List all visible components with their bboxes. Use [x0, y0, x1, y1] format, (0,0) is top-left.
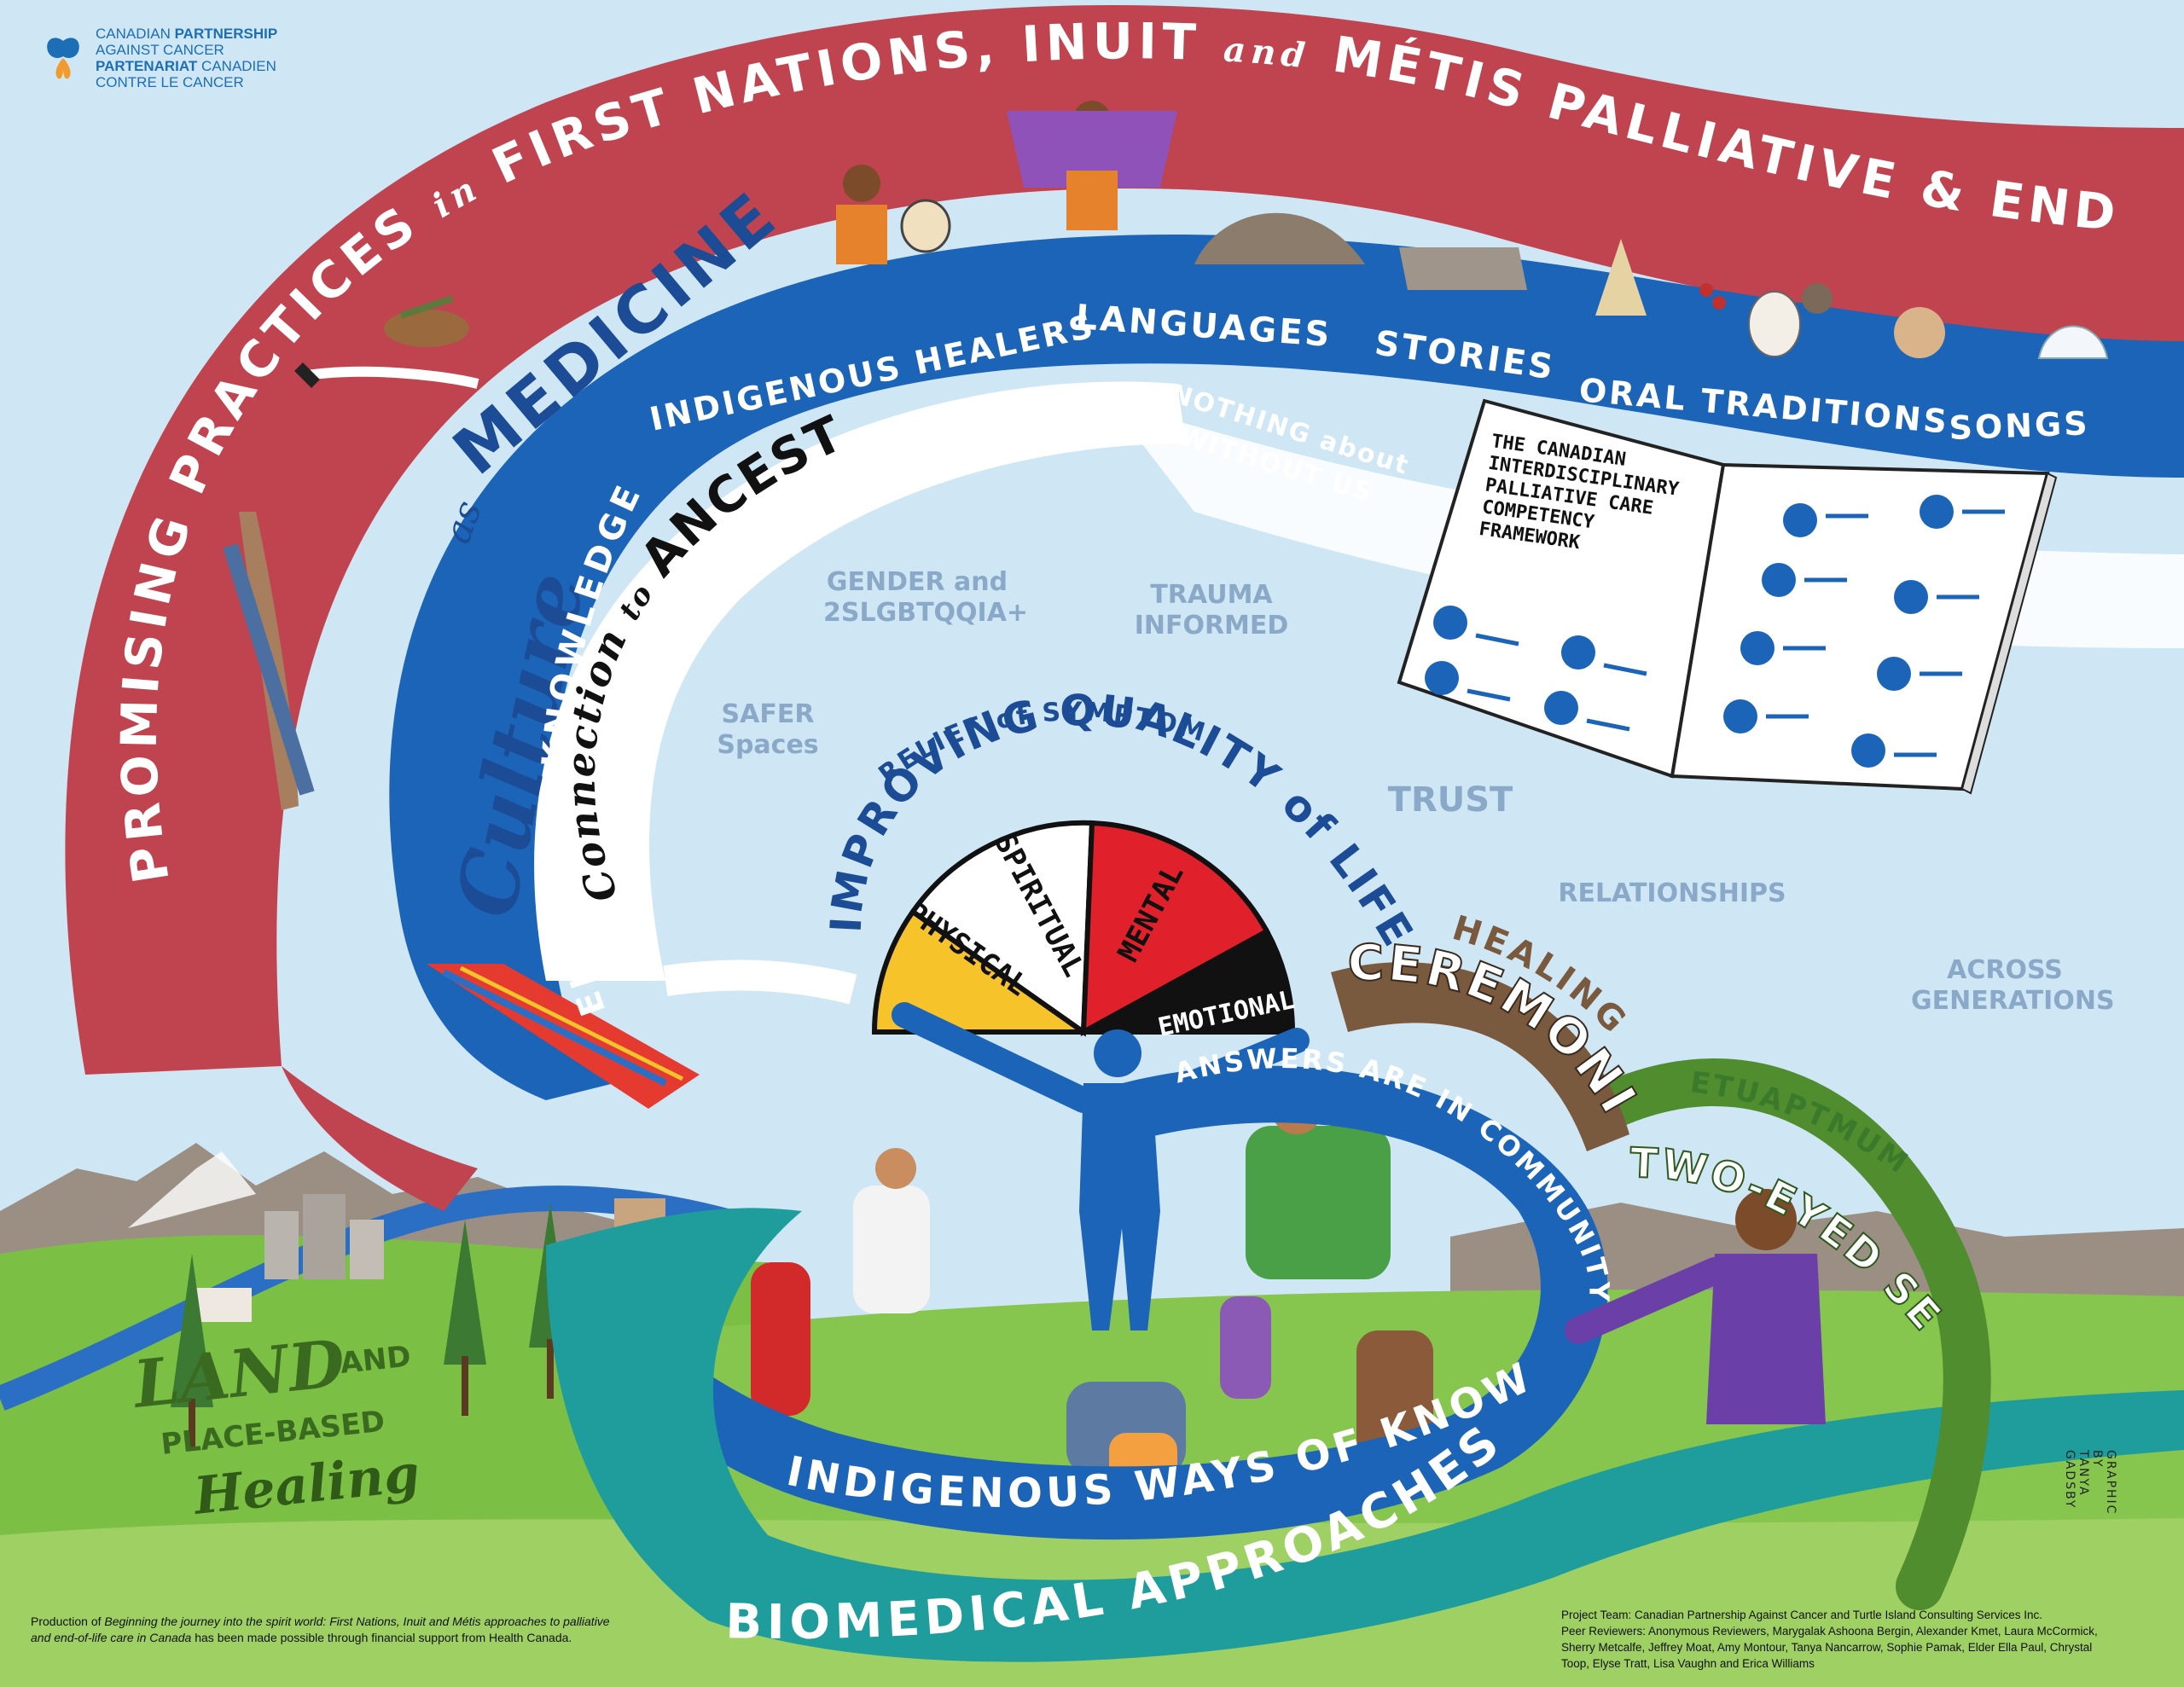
red-banner-tail [282, 1066, 478, 1211]
across-line1: ACROSS [1947, 955, 2063, 985]
logo-en-line1b: PARTNERSHIP [174, 26, 278, 42]
ceremonies-ribbon [1331, 962, 1629, 1151]
gender-line2: 2SLGBTQQIA+ [823, 598, 1029, 628]
safer-line2: Spaces [717, 730, 819, 760]
safer-label: SAFER Spaces [700, 699, 836, 761]
trauma-line1: TRAUMA [1150, 580, 1273, 610]
graphic-credit: GRAPHIC BY TANYA GADSBY [2063, 1450, 2117, 1516]
sash-illustration [427, 964, 700, 1109]
land-and-word: AND [339, 1339, 413, 1380]
white-ancestors-ribbon [534, 381, 1186, 982]
ancestor-hand [663, 959, 857, 1005]
feather-and-shell [294, 295, 479, 389]
footer-left-tail: has been made possible through financial… [191, 1631, 572, 1644]
butterfly-icon [47, 38, 79, 79]
across-line2: GENERATIONS [1911, 986, 2115, 1016]
across-generations-label: ACROSS GENERATIONS [1911, 955, 2115, 1017]
logo-en-line1a: CANADIAN [96, 26, 171, 42]
relationships-label: RELATIONSHIPS [1558, 878, 1786, 908]
wheel-segment-mental [1080, 820, 1271, 1037]
red-banner-ribbon [65, 4, 2184, 1075]
gender-line1: GENDER and [826, 567, 1008, 597]
gender-label: GENDER and 2SLGBTQQIA+ [823, 567, 1029, 629]
footer-project-team: Project Team: Canadian Partnership Again… [1561, 1609, 2043, 1621]
logo-fr-line1b: CANADIEN [201, 58, 276, 74]
footer-peer-reviewers: Peer Reviewers: Anonymous Reviewers, Mar… [1561, 1625, 2098, 1670]
footer-funding-note: Production of Beginning the journey into… [31, 1614, 611, 1646]
logo-text: CANADIAN PARTNERSHIP AGAINST CANCER PART… [96, 26, 277, 90]
ribbon-item-songs: SONGS [1949, 404, 2090, 447]
safer-line1: SAFER [721, 699, 815, 729]
wheel-segment-emotional [1082, 927, 1296, 1035]
top-cultural-illustrations [836, 101, 2109, 359]
logo-en-line2: AGAINST CANCER [96, 42, 224, 58]
medicine-wheel [871, 820, 1296, 1037]
footer-credits: Project Team: Canadian Partnership Again… [1561, 1607, 2116, 1672]
trust-label: TRUST [1387, 780, 1513, 820]
competency-framework-book [1397, 398, 2058, 795]
footer-left-title: Beginning the journey into the spirit wo… [31, 1615, 610, 1644]
logo-fr-line2: CONTRE LE CANCER [96, 74, 244, 90]
footer-left-lead: Production of [31, 1615, 105, 1628]
trauma-label: TRAUMA INFORMED [1126, 580, 1297, 641]
cpac-logo[interactable]: CANADIAN PARTNERSHIP AGAINST CANCER PART… [43, 26, 277, 90]
logo-fr-line1a: PARTENARIAT [96, 58, 198, 74]
banner-and: and [1223, 29, 1312, 76]
sweetgrass-braid [1580, 1058, 1991, 1610]
purple-figure [1565, 1189, 1826, 1424]
trauma-line2: INFORMED [1134, 611, 1289, 641]
wheel-segment-spiritual [909, 820, 1095, 1037]
wheel-segment-physical [871, 907, 1092, 1035]
teal-biomedical-ribbon [546, 1208, 2184, 1662]
snow-cap [128, 1151, 256, 1228]
canoe-illustration [223, 512, 315, 810]
